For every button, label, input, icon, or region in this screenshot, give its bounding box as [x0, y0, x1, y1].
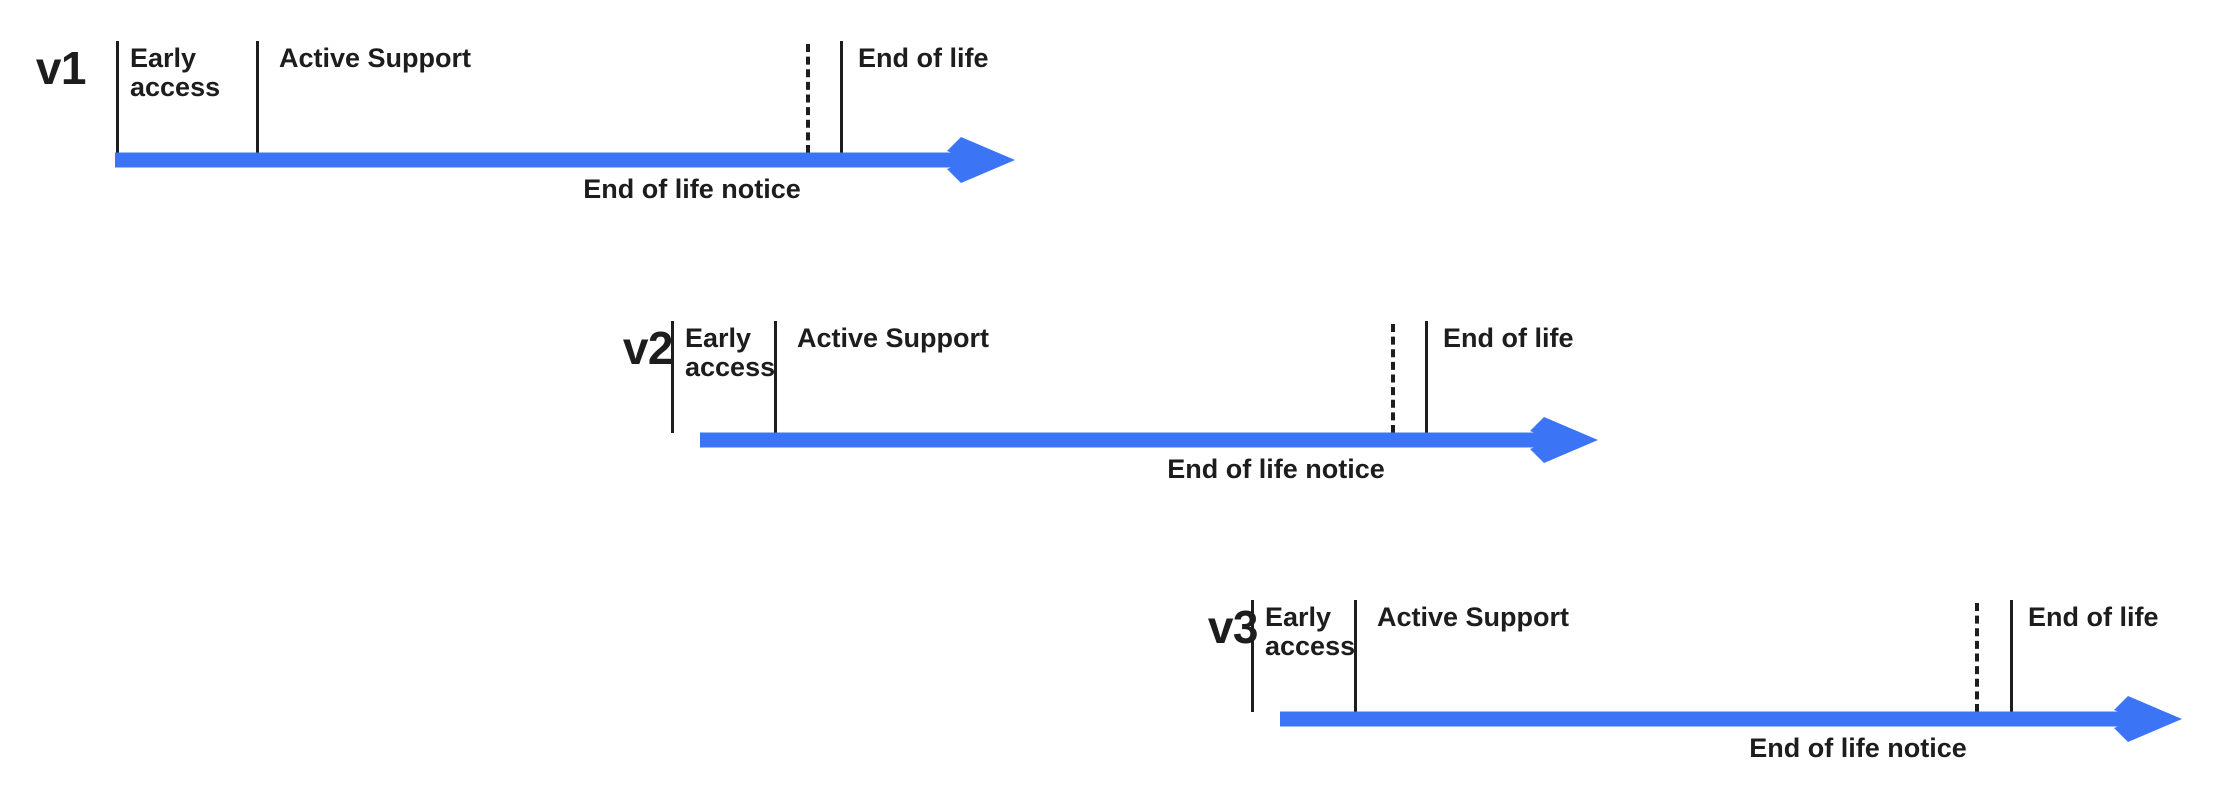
phase-divider-early-access-start-v1	[116, 41, 119, 153]
version-label-v2: v2	[622, 322, 674, 374]
timeline-arrow-v2	[700, 417, 1598, 463]
notice-label-v2: End of life notice	[1167, 454, 1385, 484]
phase-label-end-of-life-v3: End of life	[2028, 602, 2159, 632]
phase-divider-end-of-life-start-v3	[2010, 600, 2013, 712]
phase-divider-end-of-life-notice-v1	[806, 44, 810, 153]
phase-label-early-access-v2: Early access	[685, 323, 776, 383]
phase-divider-end-of-life-start-v2	[1425, 321, 1428, 433]
lifecycle-row-v3: v3 Early access Active Support End of li…	[0, 559, 2228, 789]
timeline-arrow-v3	[1280, 696, 2182, 742]
phase-divider-end-of-life-notice-v3	[1975, 603, 1979, 712]
lifecycle-row-v1: v1 Early access Active Support End of li…	[0, 0, 2228, 230]
phase-label-active-support-v1: Active Support	[279, 43, 472, 73]
phase-label-active-support-v3: Active Support	[1377, 602, 1570, 632]
phase-divider-end-of-life-notice-v2	[1391, 324, 1395, 433]
phase-divider-active-support-start-v3	[1354, 600, 1357, 712]
version-label-v3: v3	[1207, 601, 1259, 653]
phase-label-active-support-v2: Active Support	[797, 323, 990, 353]
notice-label-v1: End of life notice	[583, 174, 801, 204]
notice-label-v3: End of life notice	[1749, 733, 1967, 763]
phase-divider-end-of-life-start-v1	[840, 41, 843, 153]
version-label-v1: v1	[35, 42, 87, 94]
phase-label-early-access-v3: Early access	[1265, 602, 1356, 662]
phase-label-early-access-v1: Early access	[130, 43, 221, 103]
phase-label-end-of-life-v2: End of life	[1443, 323, 1574, 353]
phase-divider-early-access-start-v2	[671, 321, 674, 433]
phase-label-end-of-life-v1: End of life	[858, 43, 989, 73]
phase-divider-active-support-start-v2	[774, 321, 777, 433]
phase-divider-early-access-start-v3	[1251, 600, 1254, 712]
timeline-arrow-v1	[115, 137, 1015, 183]
phase-divider-active-support-start-v1	[256, 41, 259, 153]
lifecycle-row-v2: v2 Early access Active Support End of li…	[0, 280, 2228, 510]
